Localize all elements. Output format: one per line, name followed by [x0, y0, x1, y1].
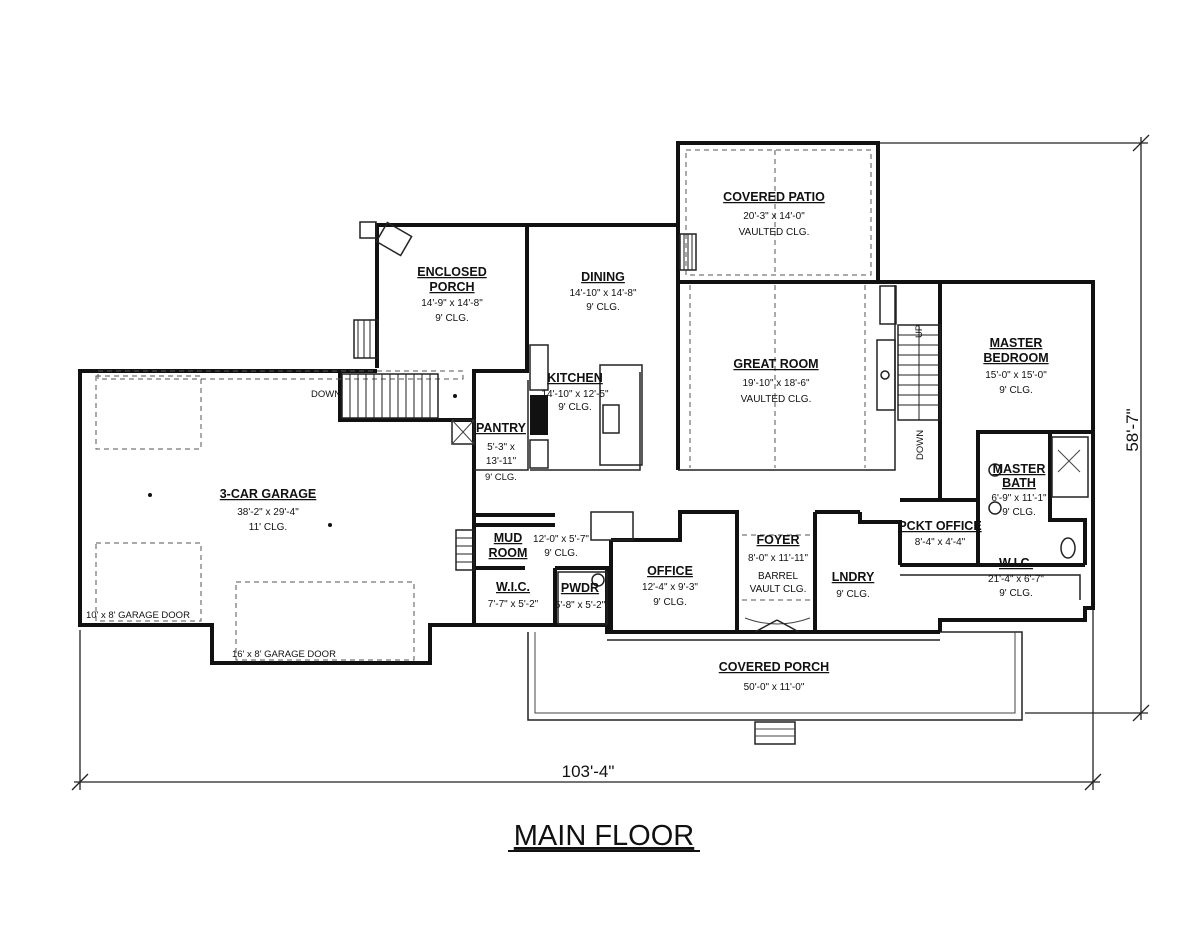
- kitchen-fixtures: [529, 344, 620, 469]
- garage-stairs: [341, 373, 439, 419]
- overall-depth-label: 58'-7": [1123, 408, 1142, 451]
- page-title: MAIN FLOOR: [514, 820, 694, 852]
- bath-fixtures: [591, 370, 1089, 587]
- overall-width-label: 103'-4": [562, 762, 615, 781]
- pantry-mark: [451, 419, 475, 445]
- width-dimension: [71, 610, 1102, 791]
- enclosed-porch-name-1: ENCLOSED: [417, 265, 486, 279]
- fireplace-box: [359, 221, 413, 257]
- wic-master-ceiling: 9' CLG.: [999, 588, 1033, 599]
- mud-room-name-1: MUD: [494, 531, 522, 545]
- master-bath-size: 6'-9" x 11'-1": [991, 493, 1047, 504]
- garage-door-right-label: 16' x 8' GARAGE DOOR: [232, 649, 336, 660]
- enclosed-porch-name-2: PORCH: [429, 280, 474, 294]
- mud-room-ceiling: 9' CLG.: [544, 548, 578, 559]
- wic-master-size: 21'-4" x 6'-7": [988, 574, 1044, 585]
- great-room-name: GREAT ROOM: [733, 357, 818, 371]
- foyer-ceiling-1: BARREL: [758, 571, 798, 582]
- master-bath-name-1: MASTER: [993, 462, 1046, 476]
- powder-size: 5'-8" x 5'-2": [555, 600, 606, 611]
- depth-dimension: [880, 134, 1150, 722]
- dining-name: DINING: [581, 270, 625, 284]
- garage-marker: [148, 493, 152, 497]
- office-ceiling: 9' CLG.: [653, 597, 687, 608]
- covered-porch-outline: [527, 631, 1023, 745]
- stair-up-label: UP: [914, 325, 925, 338]
- stair-down-label: DOWN: [915, 430, 926, 460]
- foyer-vault: [742, 534, 812, 633]
- powder-name: PWDR: [561, 581, 599, 595]
- garage-ceiling: 11' CLG.: [249, 522, 287, 533]
- laundry-ceiling: 9' CLG.: [836, 589, 870, 600]
- garage-name: 3-CAR GARAGE: [220, 487, 317, 501]
- pantry-size-2: 13'-11": [486, 456, 517, 467]
- patio-steps: [679, 233, 697, 271]
- garage-size: 38'-2" x 29'-4": [237, 507, 299, 518]
- kitchen-ceiling: 9' CLG.: [558, 402, 592, 413]
- garage-marker: [453, 394, 457, 398]
- covered-patio-outline: [676, 141, 880, 282]
- pocket-office-size: 8'-4" x 4'-4": [915, 537, 966, 548]
- pantry-size-1: 5'-3" x: [487, 442, 515, 453]
- office-name: OFFICE: [647, 564, 693, 578]
- master-bedroom-size: 15'-0" x 15'-0": [985, 370, 1047, 381]
- mudroom-steps: [455, 529, 475, 571]
- covered-patio-size: 20'-3" x 14'-0": [743, 211, 805, 222]
- porch-steps: [353, 319, 379, 359]
- garage-down-label: DOWN: [311, 389, 341, 400]
- great-room-beams: [689, 285, 866, 468]
- mud-room-size: 12'-0" x 5'-7": [533, 534, 589, 545]
- dining-size: 14'-10" x 14'-8": [569, 288, 637, 299]
- office-size: 12'-4" x 9'-3": [642, 582, 698, 593]
- covered-porch-size: 50'-0" x 11'-0": [744, 682, 805, 693]
- foyer-ceiling-2: VAULT CLG.: [750, 584, 807, 595]
- kitchen-size: 14'-10" x 12'-5": [541, 389, 609, 400]
- great-room-size: 19'-10" x 18'-6": [742, 378, 810, 389]
- foyer-name: FOYER: [756, 533, 799, 547]
- kitchen-name: KITCHEN: [547, 371, 603, 385]
- laundry-name: LNDRY: [832, 570, 875, 584]
- master-bath-ceiling: 9' CLG.: [1002, 507, 1036, 518]
- enclosed-porch-ceiling: 9' CLG.: [435, 313, 469, 324]
- pantry-ceiling: 9' CLG.: [485, 472, 517, 483]
- wic-master-name: W.I.C.: [999, 556, 1033, 570]
- master-bedroom-name-2: BEDROOM: [983, 351, 1048, 365]
- wic-small-name: W.I.C.: [496, 580, 530, 594]
- garage-walls: [78, 369, 474, 665]
- master-bedroom-name-1: MASTER: [990, 336, 1043, 350]
- covered-patio-name: COVERED PATIO: [723, 190, 825, 204]
- pocket-office-name: PCKT OFFICE: [898, 519, 981, 533]
- garage-marker: [328, 523, 332, 527]
- dining-ceiling: 9' CLG.: [586, 302, 620, 313]
- garage-door-left-label: 10' x 8' GARAGE DOOR: [86, 610, 190, 621]
- covered-porch-name: COVERED PORCH: [719, 660, 829, 674]
- covered-patio-ceiling: VAULTED CLG.: [739, 227, 810, 238]
- great-room-ceiling: VAULTED CLG.: [741, 394, 812, 405]
- enclosed-porch-size: 14'-9" x 14'-8": [421, 298, 483, 309]
- master-bedroom-ceiling: 9' CLG.: [999, 385, 1033, 396]
- great-room-stairs: [876, 285, 941, 421]
- wic-small-size: 7'-7" x 5'-2": [488, 599, 539, 610]
- foyer-size: 8'-0" x 11'-11": [748, 553, 808, 564]
- master-bath-name-2: BATH: [1002, 476, 1036, 490]
- mud-room-name-2: ROOM: [489, 546, 528, 560]
- pantry-name: PANTRY: [476, 421, 527, 435]
